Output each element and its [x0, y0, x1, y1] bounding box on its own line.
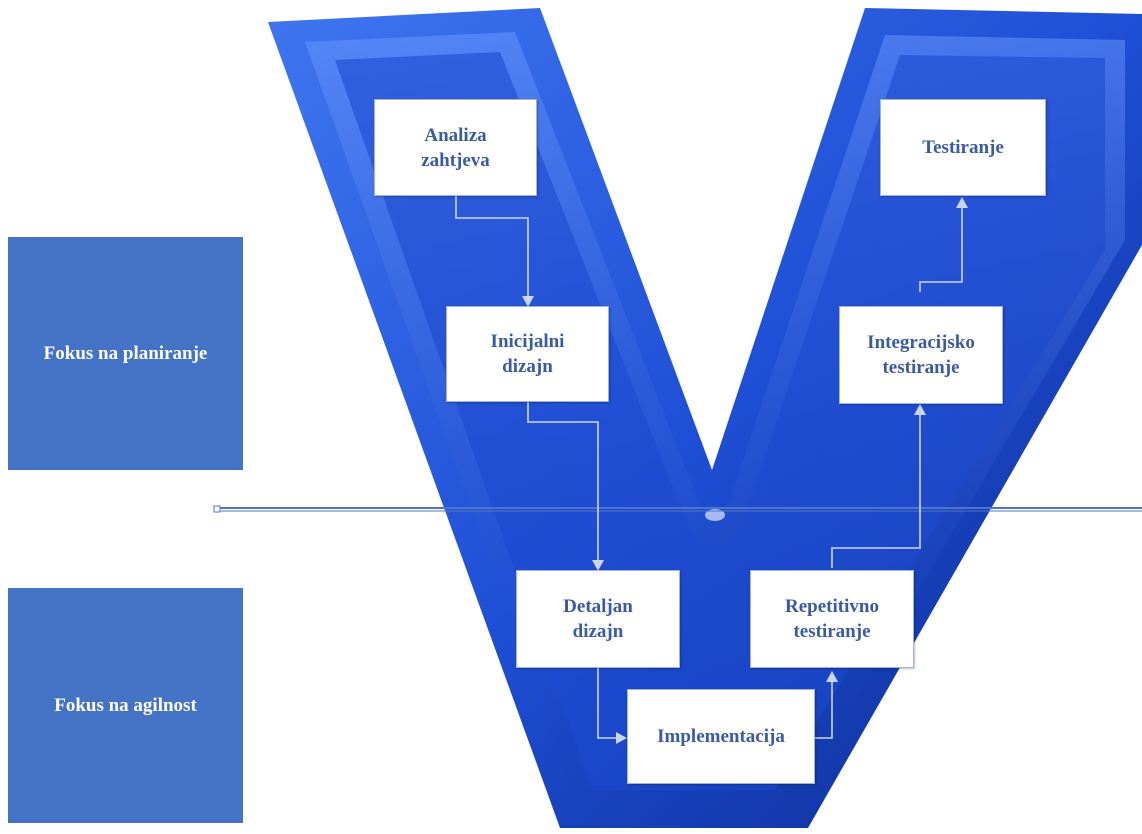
arrowhead-initial: [522, 296, 534, 307]
connector-analysis-to-initial: [455, 195, 529, 296]
step-label-line: testiranje: [882, 357, 960, 378]
step-label-line: Testiranje: [922, 137, 1004, 158]
step-initial-design: Inicijalni dizajn: [446, 306, 609, 402]
connector-implementation-to-repetitive: [815, 680, 833, 739]
connector-arrowheads: [522, 197, 968, 744]
step-implementation: Implementacija: [627, 689, 815, 784]
arrowhead-implementation: [616, 732, 627, 744]
step-testing: Testiranje: [880, 99, 1046, 196]
connectors: [455, 195, 963, 739]
arrowhead-detailed: [592, 560, 604, 571]
arrowhead-testing: [956, 197, 968, 208]
step-repetitive-testing: Repetitivno testiranje: [750, 570, 914, 668]
connector-integration-to-testing: [919, 208, 963, 292]
divider-endcap: [213, 505, 221, 513]
step-label-line: testiranje: [793, 621, 871, 642]
step-integration-testing: Integracijsko testiranje: [839, 306, 1003, 404]
step-label-line: dizajn: [572, 621, 624, 642]
connector-initial-to-detailed: [527, 400, 599, 560]
arrowhead-integration: [914, 404, 926, 415]
step-label-line: Implementacija: [657, 726, 785, 747]
agility-focus-box: Fokus na agilnost: [8, 588, 243, 823]
step-label-line: Repetitivno: [785, 596, 879, 617]
step-requirements-analysis: Analiza zahtjeva: [374, 99, 537, 196]
step-detailed-design: Detaljan dizajn: [516, 570, 680, 668]
step-label-line: Analiza: [424, 124, 487, 146]
connector-detailed-to-implementation: [597, 668, 620, 739]
step-label-line: Inicijalni: [490, 331, 565, 352]
planning-focus-label: Fokus na planiranje: [43, 342, 208, 364]
step-label-line: zahtjeva: [421, 149, 490, 171]
planning-focus-box: Fokus na planiranje: [8, 237, 243, 470]
agility-focus-label: Fokus na agilnost: [54, 694, 197, 716]
step-label-line: Detaljan: [563, 596, 633, 617]
v-shape-highlight: [705, 509, 725, 521]
arrowhead-repetitive: [826, 671, 838, 682]
step-label-line: dizajn: [502, 356, 553, 377]
step-label-line: Integracijsko: [867, 332, 975, 353]
connector-repetitive-to-integration: [831, 414, 921, 568]
